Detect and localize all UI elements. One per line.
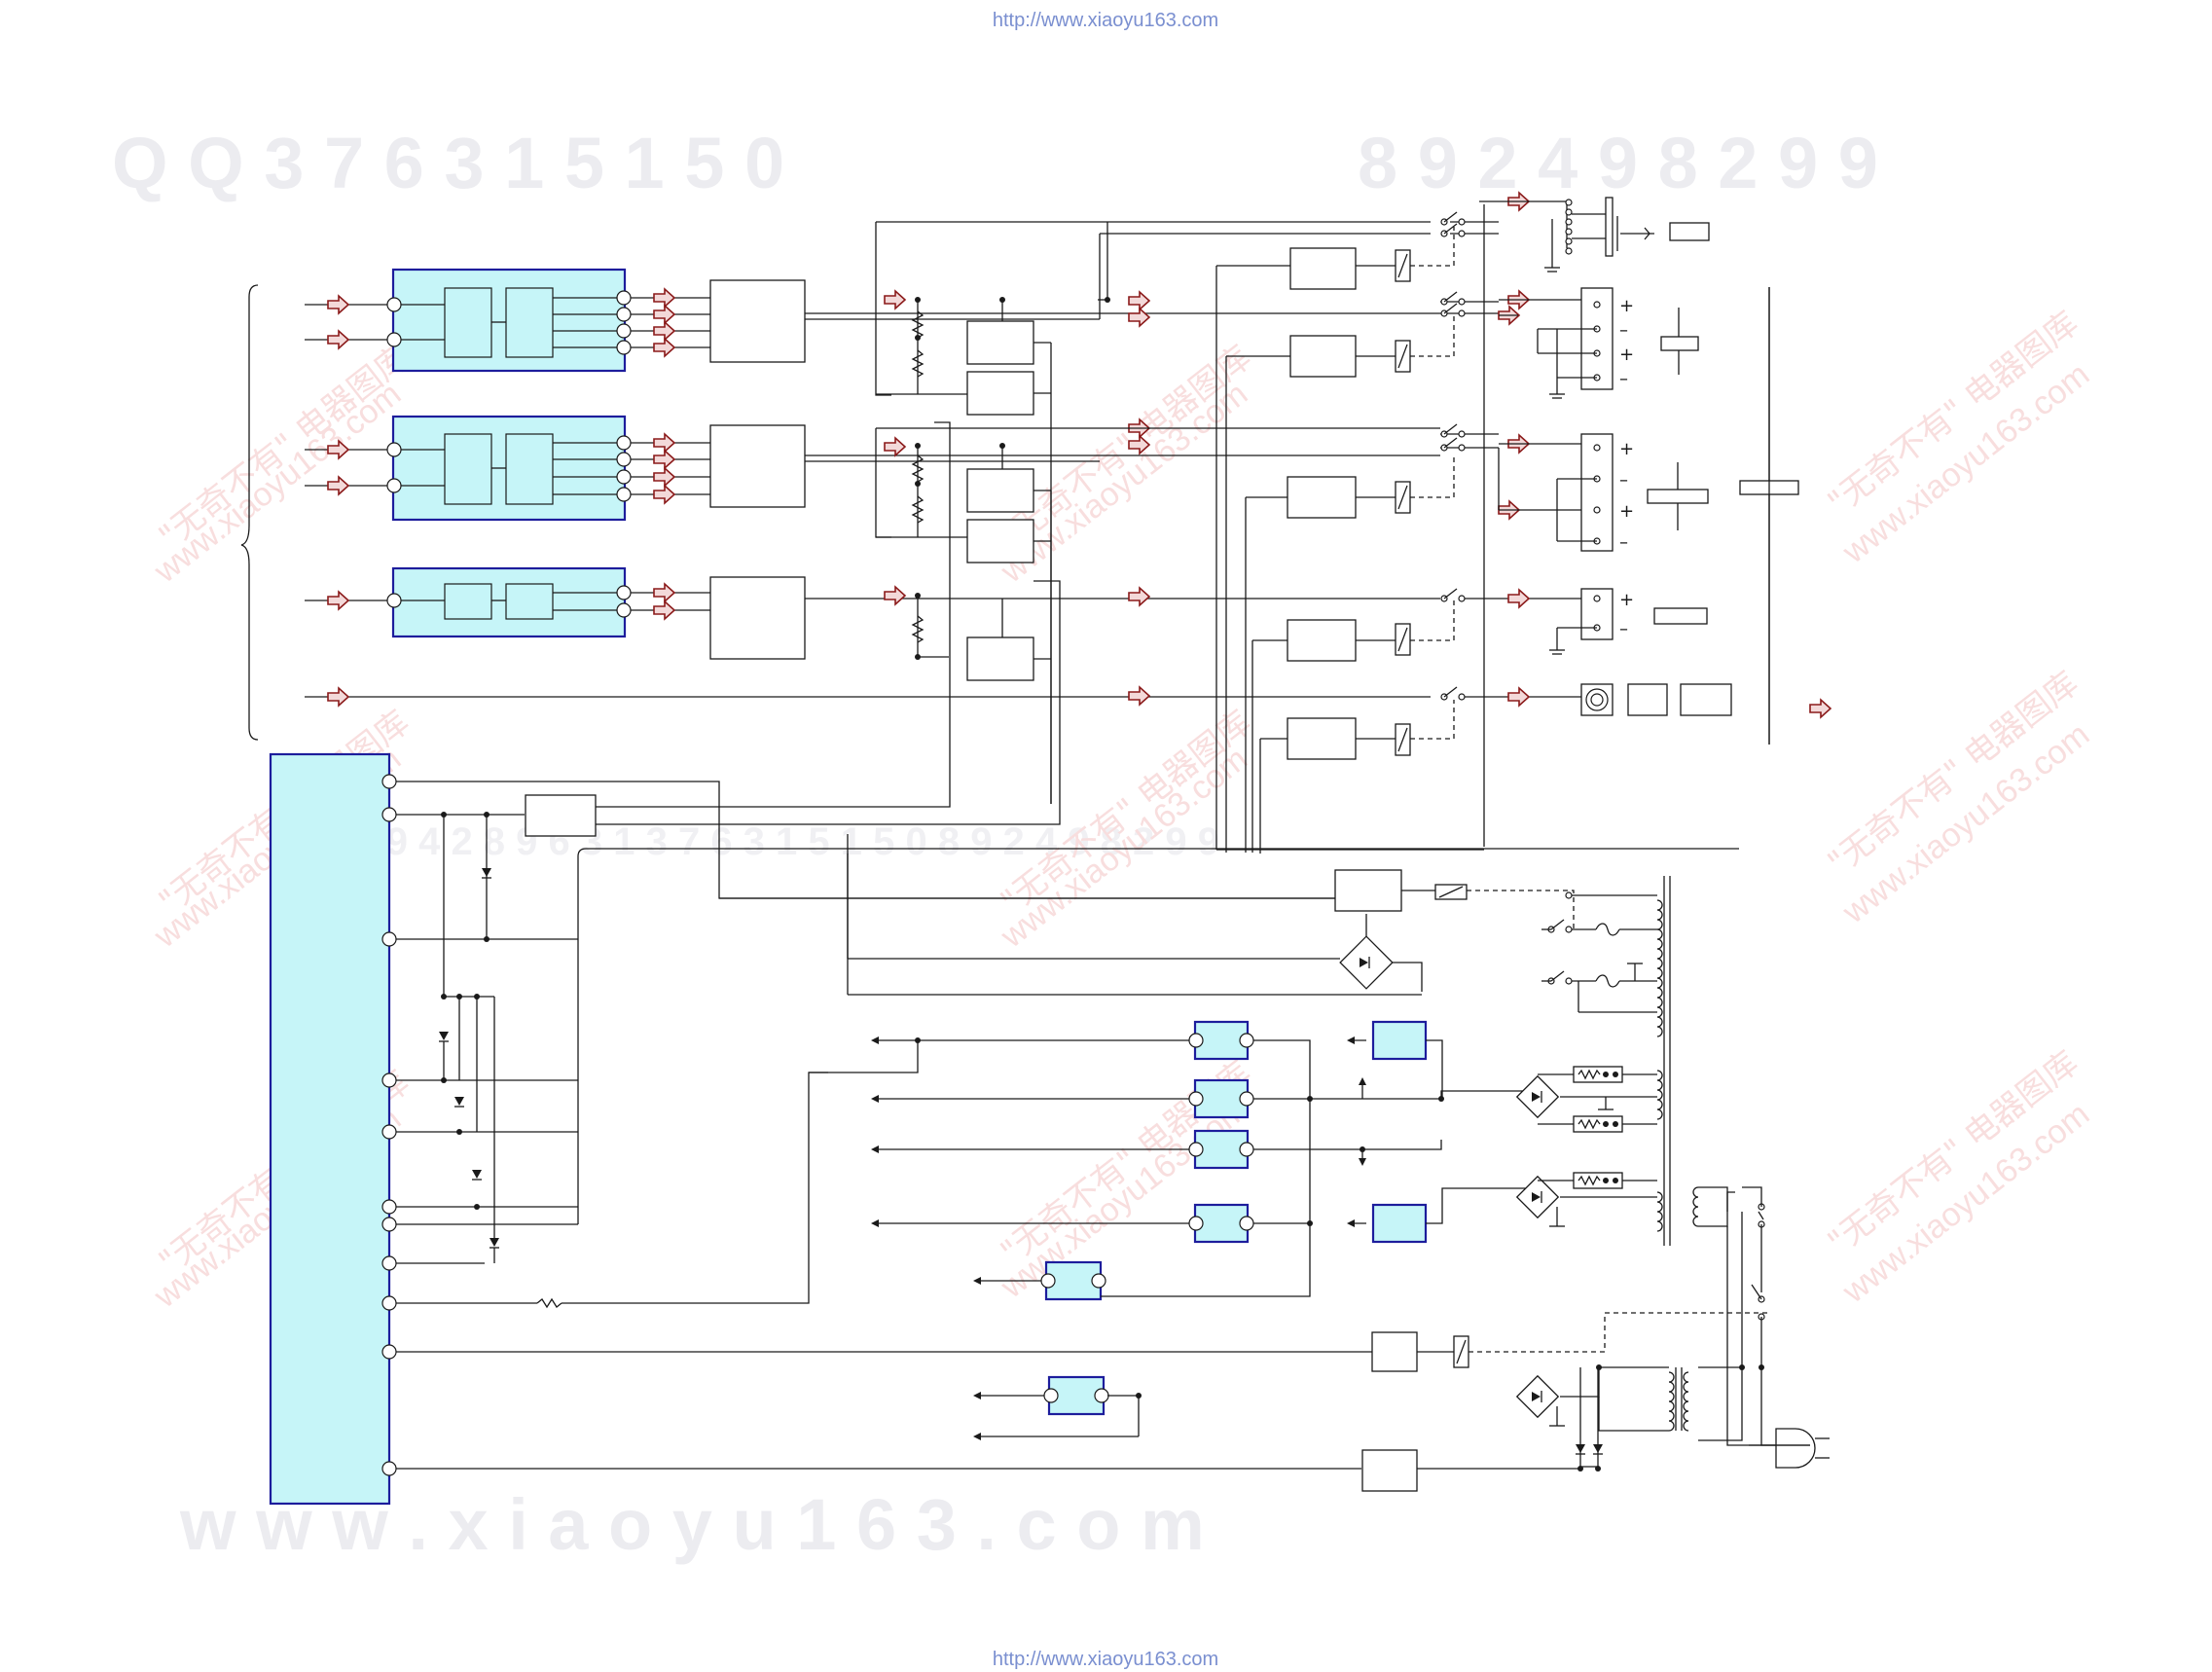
watermark-qq: Q Q 3 7 6 3 1 5 1 5 0 [112,123,784,203]
power-supply-section [719,834,1830,1472]
input-arrows [327,294,350,708]
dsp-output-arrows [631,287,710,621]
system-controller-block [269,752,397,1506]
terminal-b-plus-1: + [1619,439,1634,459]
selector-block-3 [709,576,806,660]
speaker-terminal-a: + – + – [1537,287,1699,399]
resistor-network [876,297,973,660]
watermark-digits-middle: 2 9 9 4 2 8 9 6 3 1 3 7 6 3 1 5 1 5 0 8 … [321,820,1219,863]
selector-block-1 [709,279,806,363]
terminal-a-plus-2: + [1619,345,1634,365]
headphone-jack [1544,197,1710,273]
diode-ladder [439,812,499,1263]
input-processor-block-3 [386,566,632,638]
input-processor-block-1 [386,268,632,373]
speaker-terminal-c: + – [1549,588,1708,655]
controller-wiring [396,421,1768,1492]
relay-contacts [876,211,1581,701]
watermark-url-1: www.xiaoyu163.com [147,376,408,591]
input-processor-block-2 [386,415,632,522]
power-amp-blocks [966,297,1052,804]
input-brace [240,284,259,741]
terminal-b-minus-2: – [1619,532,1628,553]
terminal-a-minus-1: – [1619,320,1628,341]
watermark-cn-5: "无奇不有" 电器图库 [994,703,1258,922]
watermark-url-9: www.xiaoyu163.com [994,1091,1254,1306]
terminal-c-plus: + [1619,590,1634,610]
selector-block-2 [709,424,806,508]
control-bus [875,204,1485,854]
terminal-b-minus-1: – [1619,470,1628,491]
watermark-cn-1: "无奇不有" 电器图库 [152,338,417,557]
terminal-a-plus-1: + [1619,296,1634,316]
terminal-c-minus: – [1619,619,1628,639]
coaxial-output [1580,683,1732,716]
terminal-a-minus-2: – [1619,369,1628,389]
header-url[interactable]: http://www.xiaoyu163.com [993,10,1218,31]
footer-url[interactable]: http://www.xiaoyu163.com [993,1649,1218,1670]
relay-drivers [1287,227,1455,760]
terminal-b-plus-2: + [1619,501,1634,522]
watermark-phone: 8 9 2 4 9 8 2 9 9 [1358,123,1878,203]
speaker-output-arrows [1479,191,1832,719]
input-lines [305,304,1431,698]
